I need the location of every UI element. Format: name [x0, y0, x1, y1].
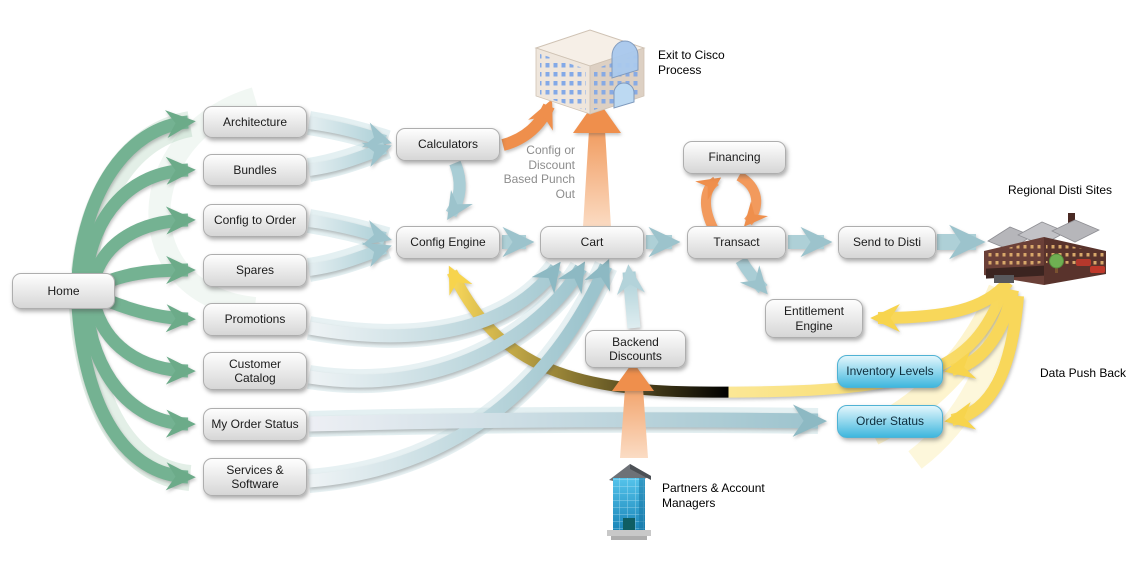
edge-configtoorder-configengine	[308, 215, 392, 246]
node-inventory-levels-label: Inventory Levels	[846, 364, 934, 379]
node-my-order-status: My Order Status	[203, 408, 307, 441]
edge-home-configtoorder	[87, 206, 196, 281]
node-calculators: Calculators	[396, 128, 500, 161]
edge-spares-configengine	[308, 242, 392, 276]
node-home-label: Home	[47, 283, 80, 298]
edge-bundles-calculators	[308, 142, 392, 176]
node-bundles: Bundles	[203, 154, 307, 186]
node-services-software: Services & Software	[203, 458, 307, 496]
node-backend-discounts: Backend Discounts	[585, 330, 686, 368]
node-architecture: Architecture	[203, 106, 307, 138]
node-send-to-disti-label: Send to Disti	[852, 235, 922, 250]
node-financing: Financing	[683, 141, 786, 174]
edge-promotions-cart	[307, 261, 562, 343]
edge-transact-entitlement	[735, 256, 768, 295]
edge-disti-inventory	[944, 288, 1019, 379]
office-building-icon	[528, 16, 653, 121]
punch-out-label: Config or Discount Based Punch Out	[503, 143, 575, 201]
edge-architecture-calculators	[308, 117, 392, 148]
edge-myorderstatus-orderstatus	[308, 404, 827, 437]
node-spares: Spares	[203, 254, 307, 287]
node-my-order-status-label: My Order Status	[211, 417, 299, 432]
edge-transact-financing	[695, 176, 722, 233]
orange-arrows	[501, 99, 768, 458]
node-entitlement-engine: Entitlement Engine	[765, 299, 863, 338]
node-config-engine: Config Engine	[396, 226, 500, 259]
node-transact-label: Transact	[713, 235, 760, 250]
edge-disti-entitlement	[870, 278, 1013, 333]
node-financing-label: Financing	[708, 150, 761, 165]
edge-calculators-configengine	[445, 160, 473, 221]
node-customer-catalog: Customer Catalog	[203, 352, 307, 390]
exit-to-cisco-label: Exit to Cisco Process	[658, 48, 725, 77]
edge-disti-order-status	[944, 295, 1024, 430]
node-cart: Cart	[540, 226, 644, 259]
node-architecture-label: Architecture	[222, 114, 288, 129]
node-send-to-disti: Send to Disti	[838, 226, 936, 259]
edge-backend-cart	[616, 264, 645, 329]
edge-partners-backend-head	[612, 362, 654, 391]
edge-home-promotions	[101, 293, 196, 333]
node-bundles-label: Bundles	[233, 162, 277, 177]
node-home: Home	[12, 273, 115, 309]
data-push-back-label: Data Push Back	[1040, 366, 1127, 380]
factory-icon	[980, 203, 1110, 300]
node-customer-catalog-label: Customer Catalog	[228, 356, 281, 385]
node-promotions-label: Promotions	[224, 312, 286, 327]
edge-services-cart	[308, 258, 612, 488]
node-backend-discounts-label: Backend Discounts	[609, 334, 662, 363]
node-config-to-order-label: Config to Order	[213, 213, 297, 228]
node-order-status: Order Status	[837, 405, 943, 438]
edge-calculators-exit	[501, 99, 555, 151]
edge-cart-exit-head	[573, 99, 621, 133]
node-calculators-label: Calculators	[417, 137, 479, 152]
node-promotions: Promotions	[203, 303, 307, 336]
skyscraper-icon	[603, 458, 658, 551]
node-config-engine-label: Config Engine	[410, 235, 486, 250]
edge-cart-exit-shaft	[583, 130, 611, 227]
edge-home-services	[71, 304, 196, 491]
node-services-software-label: Services & Software	[226, 462, 284, 491]
node-inventory-levels: Inventory Levels	[837, 355, 943, 388]
node-transact: Transact	[687, 226, 786, 259]
edge-catalog-cart	[307, 261, 587, 388]
teal-arrows	[307, 117, 986, 488]
edge-financing-transact	[736, 171, 768, 227]
partners-label: Partners & Account Managers	[662, 481, 765, 510]
edge-home-catalog	[87, 301, 196, 385]
edge-home-myorderstatus	[79, 304, 196, 438]
node-order-status-label: Order Status	[855, 414, 925, 429]
regional-disti-label: Regional Disti Sites	[1008, 183, 1113, 197]
green-arrows	[71, 110, 196, 491]
node-entitlement-engine-label: Entitlement Engine	[783, 304, 845, 333]
node-cart-label: Cart	[580, 235, 604, 250]
edge-home-architecture	[71, 110, 196, 278]
edge-home-bundles	[79, 156, 196, 278]
node-spares-label: Spares	[235, 263, 275, 278]
node-config-to-order: Config to Order	[203, 204, 307, 237]
edge-partners-backend-shaft	[620, 388, 648, 458]
